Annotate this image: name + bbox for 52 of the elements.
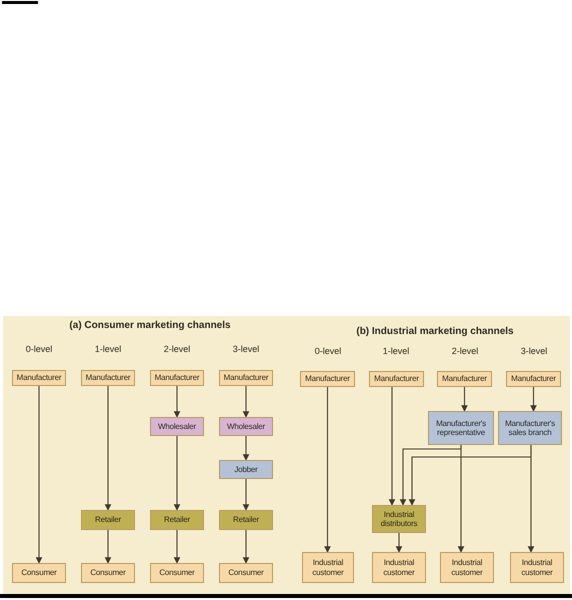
arrow (104, 386, 112, 511)
level-label: 0-level (314, 347, 342, 356)
arrow (174, 530, 180, 564)
arrow (104, 530, 112, 564)
arrow (174, 386, 180, 418)
arrow (528, 445, 534, 553)
channel-box: Wholesaler (219, 417, 273, 436)
arrow (242, 479, 250, 511)
channel-box: Industrial distributors (372, 505, 426, 533)
arrow (242, 386, 250, 418)
arrow (530, 387, 537, 412)
channel-box: Industrial customer (302, 552, 354, 583)
section-heading: (b) Industrial marketing channels (355, 327, 515, 337)
level-label: 3-level (232, 345, 260, 354)
channel-box: Manufacturer (437, 371, 492, 387)
arrow (242, 436, 250, 461)
level-label: 1-level (382, 347, 410, 356)
channel-box: Industrial customer (372, 552, 426, 583)
arrow (242, 530, 250, 564)
channel-box: Manufacturer (300, 371, 355, 387)
arrow (174, 436, 180, 511)
section-heading: (a) Consumer marketing channels (68, 321, 232, 331)
channel-box: Manufacturer (506, 371, 561, 387)
channel-box: Manufacturer (12, 370, 66, 386)
level-label: 1-level (94, 345, 122, 354)
level-label: 2-level (162, 345, 192, 354)
arrow (388, 387, 396, 506)
channel-box: Wholesaler (150, 417, 204, 436)
channel-box: Manufacturer's sales branch (498, 411, 562, 445)
channel-box: Industrial customer (510, 552, 564, 583)
channel-box: Manufacturer (150, 370, 204, 386)
channel-box: Manufacturer (219, 370, 273, 386)
arrow (36, 386, 42, 564)
channel-box: Manufacturer's representative (428, 411, 494, 445)
channel-box: Manufacturer (369, 371, 424, 387)
channel-box: Jobber (219, 460, 273, 479)
level-label: 0-level (24, 345, 54, 354)
channel-box: Retailer (150, 510, 204, 530)
channel-box: Industrial customer (440, 552, 494, 583)
level-label: 3-level (520, 347, 548, 356)
channel-box: Consumer (12, 563, 66, 583)
arrow (461, 387, 468, 412)
arrow (324, 387, 331, 553)
level-label: 2-level (450, 347, 480, 356)
channel-box: Consumer (150, 563, 204, 583)
channel-box: Retailer (219, 510, 273, 530)
channel-box: Consumer (219, 563, 273, 583)
channel-box: Consumer (81, 563, 135, 583)
channel-box: Retailer (81, 510, 135, 530)
arrow (396, 533, 402, 553)
arrow (458, 445, 464, 553)
channel-box: Manufacturer (81, 370, 135, 386)
